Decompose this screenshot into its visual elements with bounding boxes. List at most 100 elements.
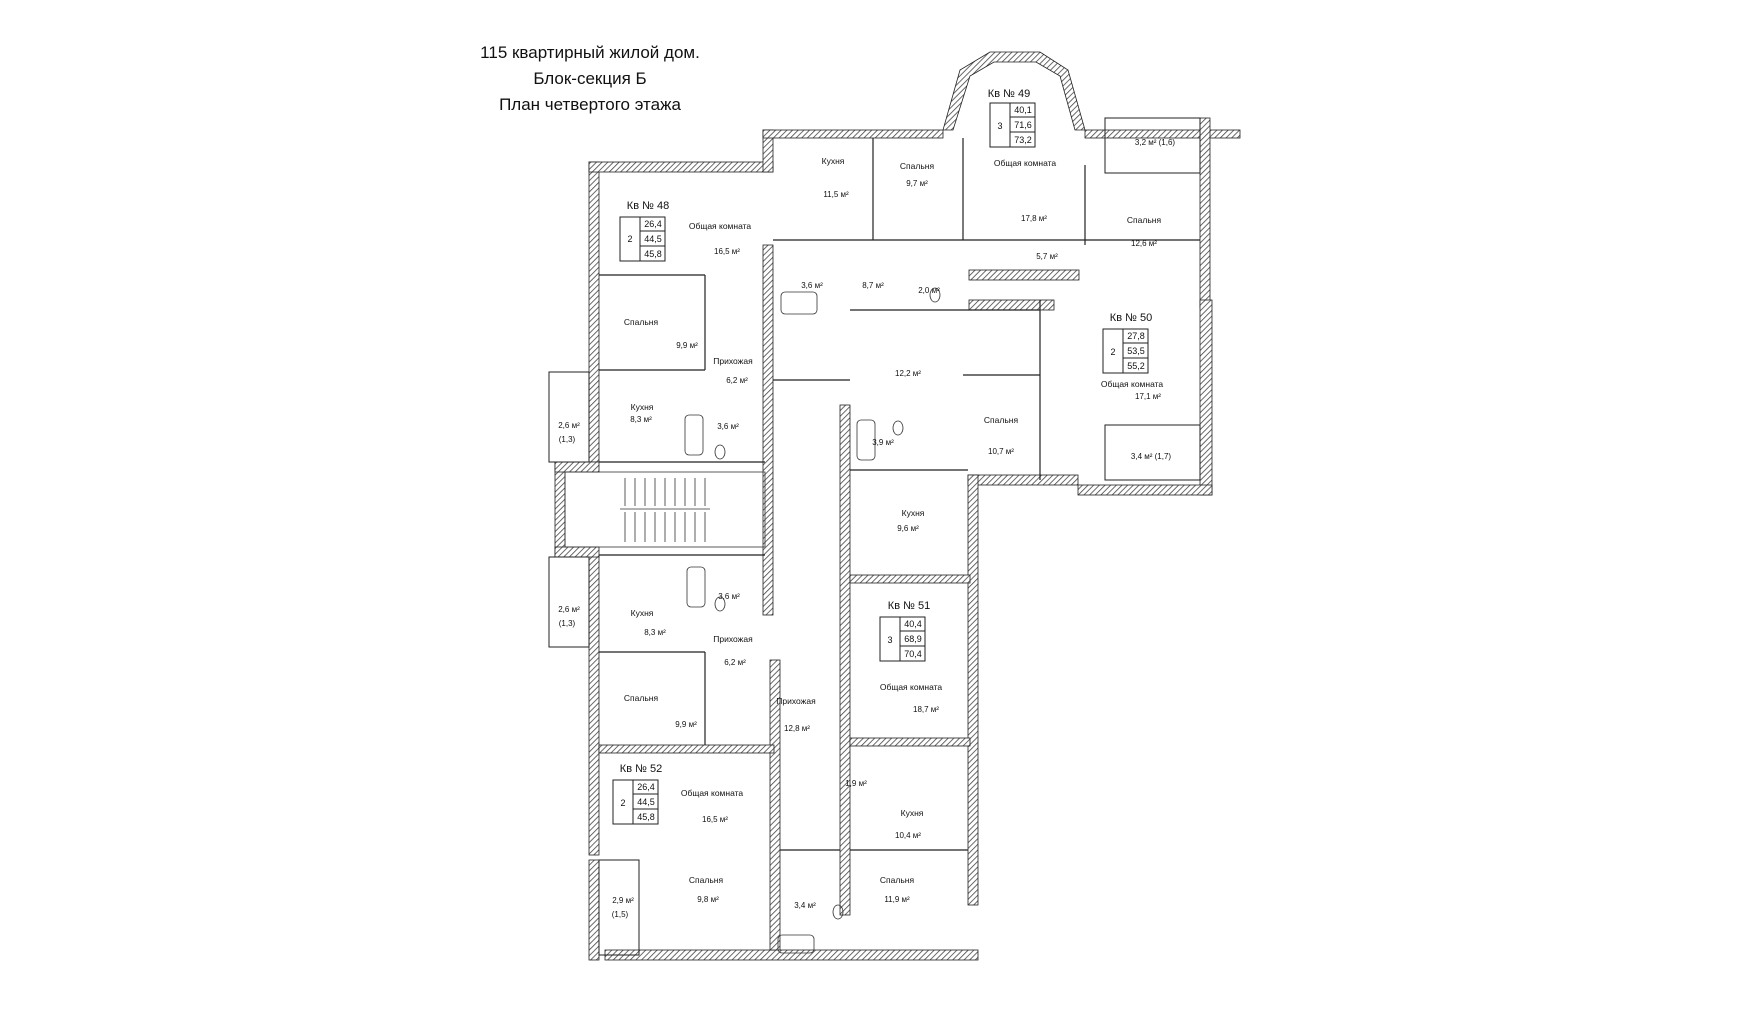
wall-segment <box>942 51 1086 131</box>
wall-segment <box>554 461 600 473</box>
wall-segment <box>1084 129 1241 139</box>
room-name: Прихожая <box>713 634 753 644</box>
apt-51-living: 40,4 <box>904 619 922 629</box>
room-name: Общая комната <box>880 682 943 692</box>
room-area: 12,2 м² <box>895 369 921 378</box>
room-area: 9,8 м² <box>697 895 719 904</box>
room-area: 12,6 м² <box>1131 239 1157 248</box>
room-name: Спальня <box>1127 215 1162 225</box>
apt-51-rooms: 3 <box>887 635 892 645</box>
apt-50-rooms: 2 <box>1110 347 1115 357</box>
room-area: 17,8 м² <box>1021 214 1047 223</box>
room-name: Спальня <box>984 415 1019 425</box>
room-name: Спальня <box>624 693 659 703</box>
room-name: Прихожая <box>713 356 753 366</box>
apt-52-living: 26,4 <box>637 782 655 792</box>
room-area: 9,6 м² <box>897 524 919 533</box>
wall-segment <box>598 744 775 754</box>
apt-48-total-with-balcony: 45,8 <box>644 249 662 259</box>
room-area: 17,1 м² <box>1135 392 1161 401</box>
wall-segment <box>604 949 979 961</box>
wall-segment <box>839 404 851 916</box>
room-name: Общая комната <box>994 158 1057 168</box>
room-area: 3,9 м² <box>872 438 894 447</box>
bathroom-fixtures <box>684 287 941 954</box>
room-area: 16,5 м² <box>714 247 740 256</box>
plan-title-line-2: Блок-секция Б <box>533 69 647 88</box>
room-name: Кухня <box>631 608 654 618</box>
room-area: 3,6 м² <box>717 422 739 431</box>
wall-segment <box>967 474 1079 486</box>
balcony-50-outline <box>1104 424 1201 481</box>
room-area: 10,4 м² <box>895 831 921 840</box>
wall-segment <box>588 161 600 463</box>
apt-48-living: 26,4 <box>644 219 662 229</box>
apartment-info-boxes: Кв № 48 2 26,4 44,5 45,8 Кв № 49 3 40,1 … <box>612 88 1152 825</box>
room-area: (1,5) <box>612 910 629 919</box>
room-area: 3,6 м² <box>801 281 823 290</box>
wall-segment <box>588 161 774 173</box>
room-area: 2,9 м² <box>612 896 634 905</box>
exterior-walls <box>554 51 1241 961</box>
balcony-51-outline <box>598 859 640 956</box>
balcony-48-outline <box>548 371 590 463</box>
room-area: 5,7 м² <box>1036 252 1058 261</box>
apt-48-rooms: 2 <box>627 234 632 244</box>
room-area: 8,3 м² <box>644 628 666 637</box>
apt-50-living: 27,8 <box>1127 331 1145 341</box>
room-name: Общая комната <box>681 788 744 798</box>
room-name: Спальня <box>900 161 935 171</box>
wall-segment <box>849 737 971 747</box>
room-area: 2,6 м² <box>558 421 580 430</box>
wall-segment <box>1077 484 1213 496</box>
bathtub-icon <box>684 414 704 456</box>
room-area: 6,2 м² <box>726 376 748 385</box>
room-area: 1,9 м² <box>845 779 867 788</box>
wall-segment <box>1199 117 1211 309</box>
room-area: 3,2 м² (1,6) <box>1135 138 1176 147</box>
room-area: 9,7 м² <box>906 179 928 188</box>
room-area: 11,9 м² <box>884 895 910 904</box>
interior-partitions <box>599 138 1200 851</box>
balcony-49-outline <box>1104 117 1201 174</box>
wall-segment <box>967 474 979 906</box>
plan-title-line-1: 115 квартирный жилой дом. <box>480 43 700 62</box>
wall-segment <box>762 129 944 139</box>
room-area: 3,4 м² <box>794 901 816 910</box>
room-name: Общая комната <box>689 221 752 231</box>
bathtub-icon <box>780 291 818 315</box>
bathtub-icon <box>777 934 815 954</box>
apt-51-label: Кв № 51 <box>888 600 930 612</box>
room-name: Кухня <box>902 508 925 518</box>
apt-49-total: 71,6 <box>1014 120 1032 130</box>
wall-segment <box>849 574 971 584</box>
toilet-icon <box>714 596 726 612</box>
room-name: Кухня <box>631 402 654 412</box>
apt-49-label: Кв № 49 <box>988 88 1030 100</box>
toilet-icon <box>929 287 941 303</box>
room-area: 2,6 м² <box>558 605 580 614</box>
wall-segment <box>588 554 600 856</box>
wall-segment <box>554 461 566 558</box>
apt-49-total-with-balcony: 73,2 <box>1014 135 1032 145</box>
apt-50-total: 53,5 <box>1127 346 1145 356</box>
room-area: 9,9 м² <box>676 341 698 350</box>
plan-title-line-3: План четвертого этажа <box>499 95 681 114</box>
bathtub-icon <box>686 566 706 608</box>
room-area: 16,5 м² <box>702 815 728 824</box>
room-area: 11,5 м² <box>823 190 849 199</box>
room-name: Прихожая <box>776 696 816 706</box>
apt-51-total: 68,9 <box>904 634 922 644</box>
apt-52-label: Кв № 52 <box>620 763 662 775</box>
balcony-52-outline <box>548 556 590 648</box>
room-area: 3,6 м² <box>718 592 740 601</box>
room-area: 2,0 м² <box>918 286 940 295</box>
room-labels: Кухня 11,5 м² Спальня 9,7 м² Общая комна… <box>558 138 1175 919</box>
apt-49-living: 40,1 <box>1014 105 1032 115</box>
room-area: 18,7 м² <box>913 705 939 714</box>
room-area: 9,9 м² <box>675 720 697 729</box>
apt-48-label: Кв № 48 <box>627 200 669 212</box>
room-area: 10,7 м² <box>988 447 1014 456</box>
wall-segment <box>1199 299 1213 496</box>
